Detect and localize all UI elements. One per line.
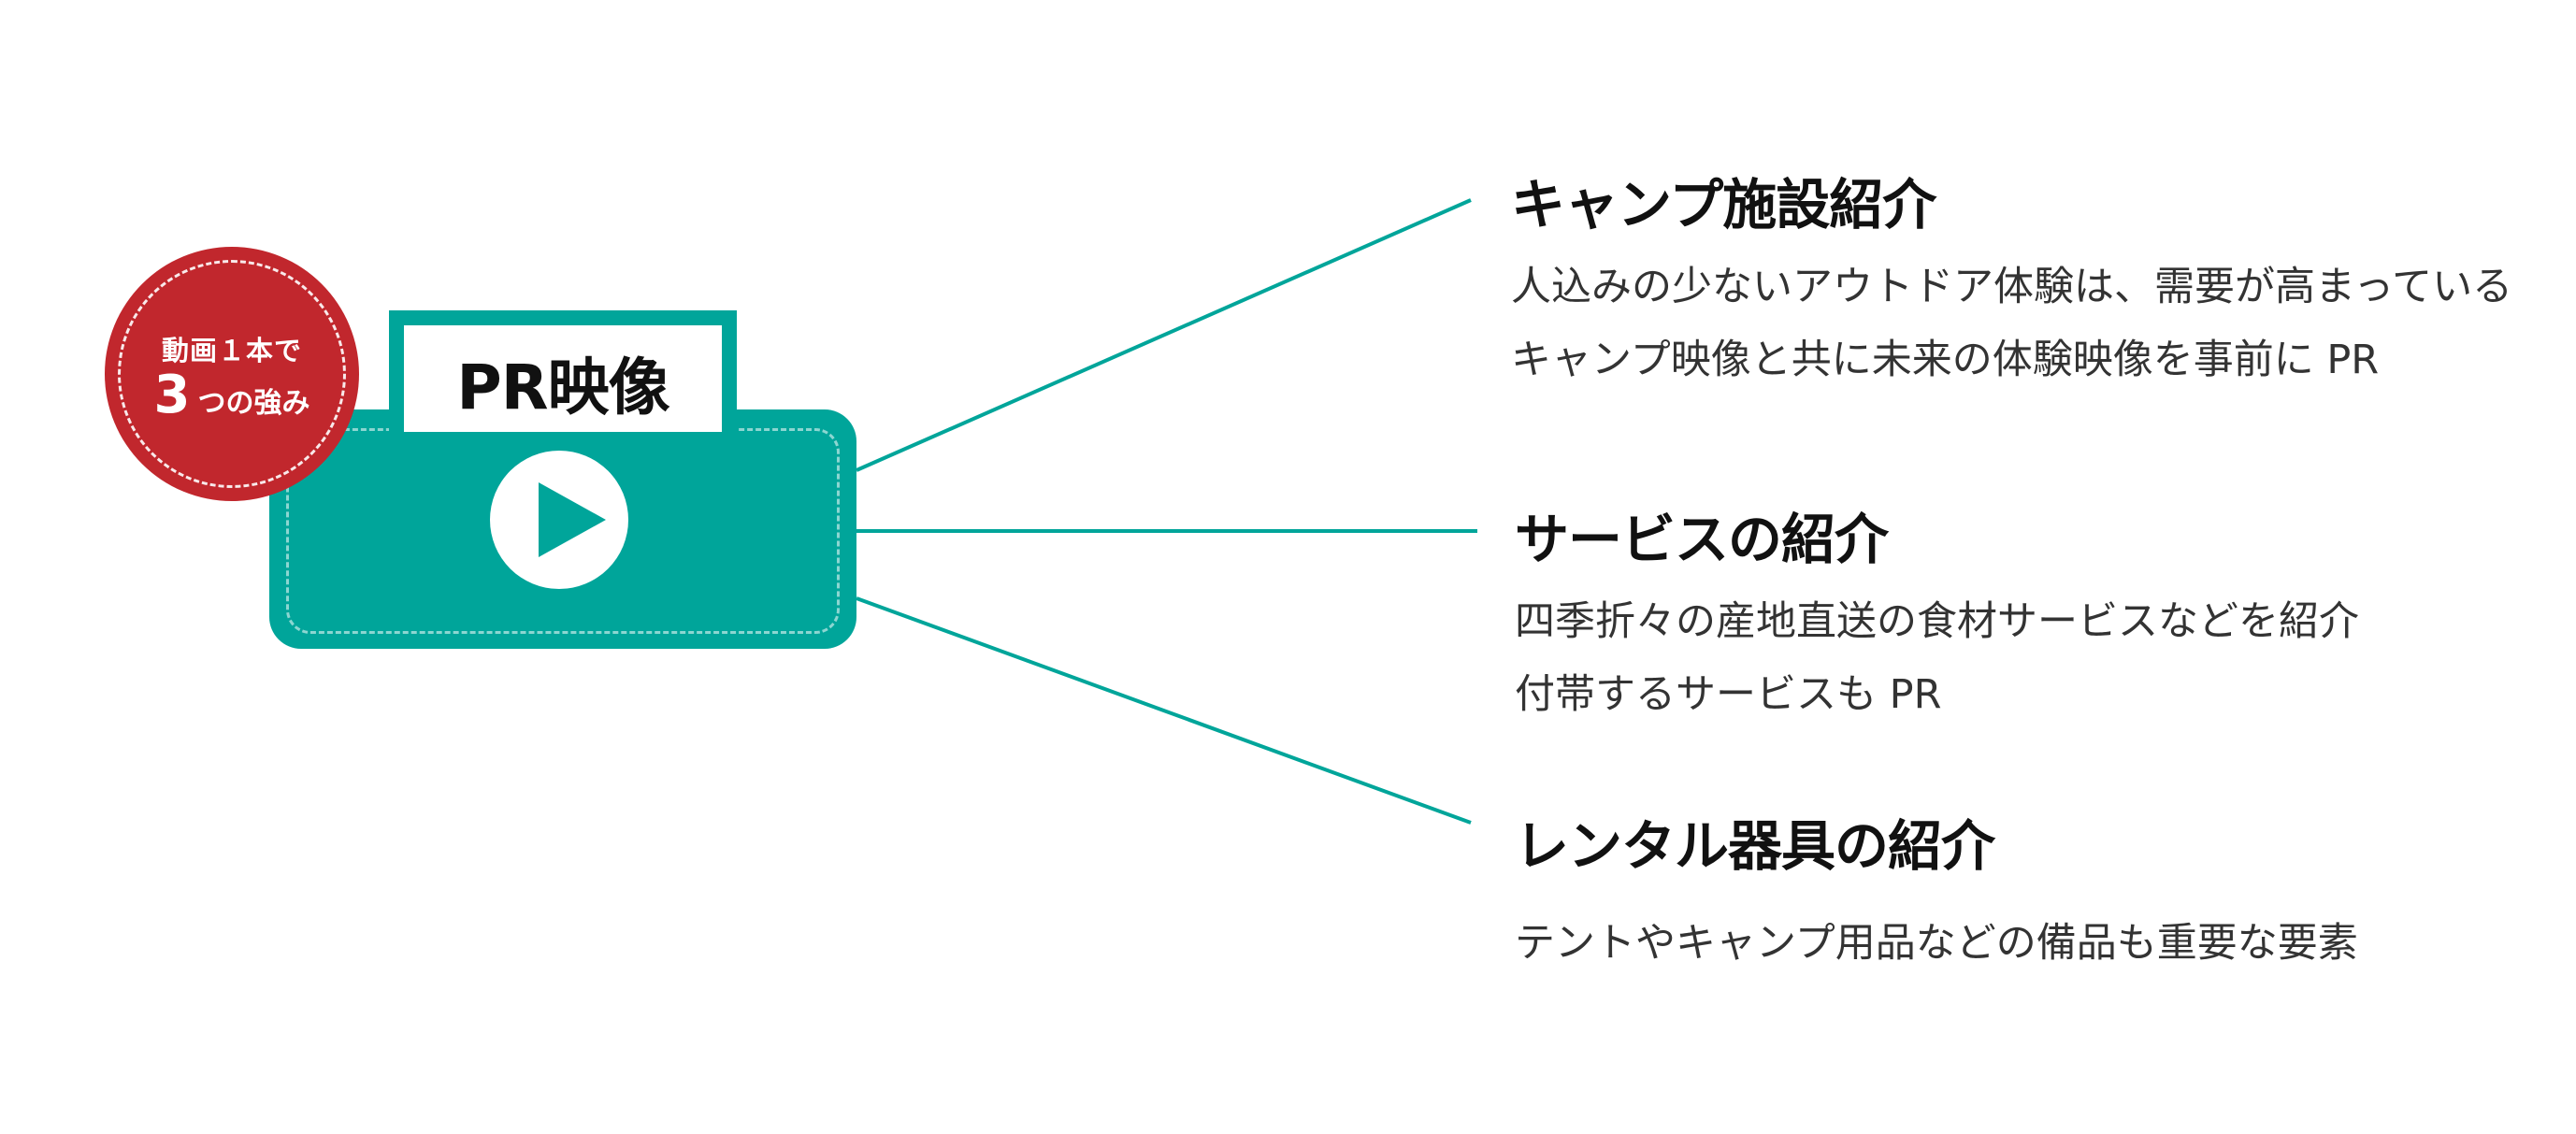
- badge-number: 3: [153, 365, 191, 425]
- play-icon: [539, 482, 606, 557]
- video-card: [269, 409, 856, 649]
- point-desc-line: 付帯するサービスも PR: [1515, 671, 1942, 718]
- point-title: レンタル器具の紹介: [1515, 814, 1995, 878]
- connector-line-facility: [856, 198, 1472, 472]
- point-desc-line: テントやキャンプ用品などの備品も重要な要素: [1515, 920, 2358, 967]
- point-facility: キャンプ施設紹介 人込みの少ないアウトドア体験は、需要が高まっている キャンプ映…: [1511, 161, 2576, 396]
- video-label-tab: PR映像: [389, 310, 737, 432]
- play-button[interactable]: [490, 451, 628, 589]
- point-desc-line: 四季折々の産地直送の食材サービスなどを紹介: [1515, 598, 2359, 645]
- video-label: PR映像: [456, 352, 669, 423]
- point-desc-line: 人込みの少ないアウトドア体験は、需要が高まっている: [1511, 264, 2513, 310]
- badge-strength-text: つの強み: [197, 387, 310, 420]
- connector-line-rental: [856, 596, 1472, 825]
- badge-dashed-ring: [118, 260, 346, 488]
- point-service: サービスの紹介 四季折々の産地直送の食材サービスなどを紹介 付帯するサービスも …: [1515, 495, 2576, 731]
- point-title: キャンプ施設紹介: [1511, 173, 1936, 237]
- point-rental: レンタル器具の紹介 テントやキャンプ用品などの備品も重要な要素: [1515, 802, 2576, 980]
- point-desc-line: キャンプ映像と共に未来の体験映像を事前に PR: [1511, 337, 2380, 383]
- badge-line1: 動画１本で: [161, 335, 302, 366]
- point-title: サービスの紹介: [1515, 508, 1889, 571]
